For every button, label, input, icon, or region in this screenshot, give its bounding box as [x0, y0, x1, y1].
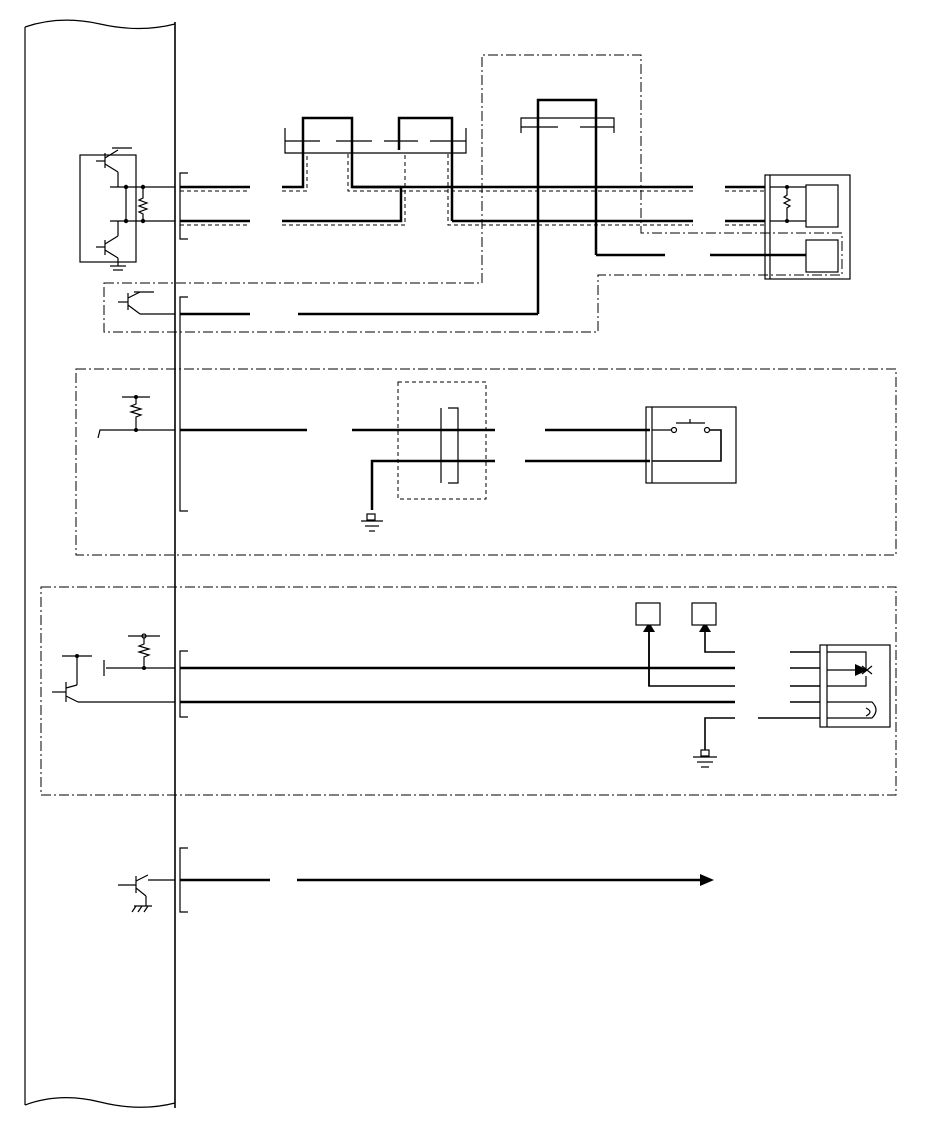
ground-icon — [361, 513, 383, 532]
output-arrow-icon — [700, 874, 714, 886]
harness-boundary — [103, 54, 843, 333]
circuit-switch — [75, 368, 897, 556]
sensor-icon — [758, 644, 891, 728]
circuit-single-wire — [118, 291, 538, 512]
ground-icon — [693, 749, 717, 768]
transistor-icon — [118, 291, 175, 315]
circuit-output — [118, 847, 714, 913]
transistor-icon — [96, 235, 119, 259]
switch-icon — [645, 406, 737, 484]
connector — [179, 172, 188, 240]
ground-icon — [110, 258, 126, 271]
connector — [448, 407, 459, 484]
circuit-sensor — [40, 586, 897, 796]
right-component — [764, 174, 851, 280]
harness-boundary — [75, 368, 897, 556]
resistor-icon — [137, 187, 149, 221]
connector — [179, 650, 188, 718]
connector — [179, 296, 188, 512]
driver-box — [79, 154, 137, 263]
resistor-icon — [136, 638, 152, 668]
circuit-twisted-pair — [79, 116, 765, 271]
resistor-icon — [128, 397, 144, 430]
splice-boundary — [397, 381, 487, 500]
transistor-icon — [118, 874, 175, 913]
transistor-icon — [96, 147, 132, 173]
upper-junction-connector — [520, 98, 806, 314]
control-module-body — [24, 19, 176, 1108]
resistor-icon — [782, 187, 792, 221]
harness-boundary — [40, 586, 897, 796]
transistor-icon — [52, 656, 175, 703]
